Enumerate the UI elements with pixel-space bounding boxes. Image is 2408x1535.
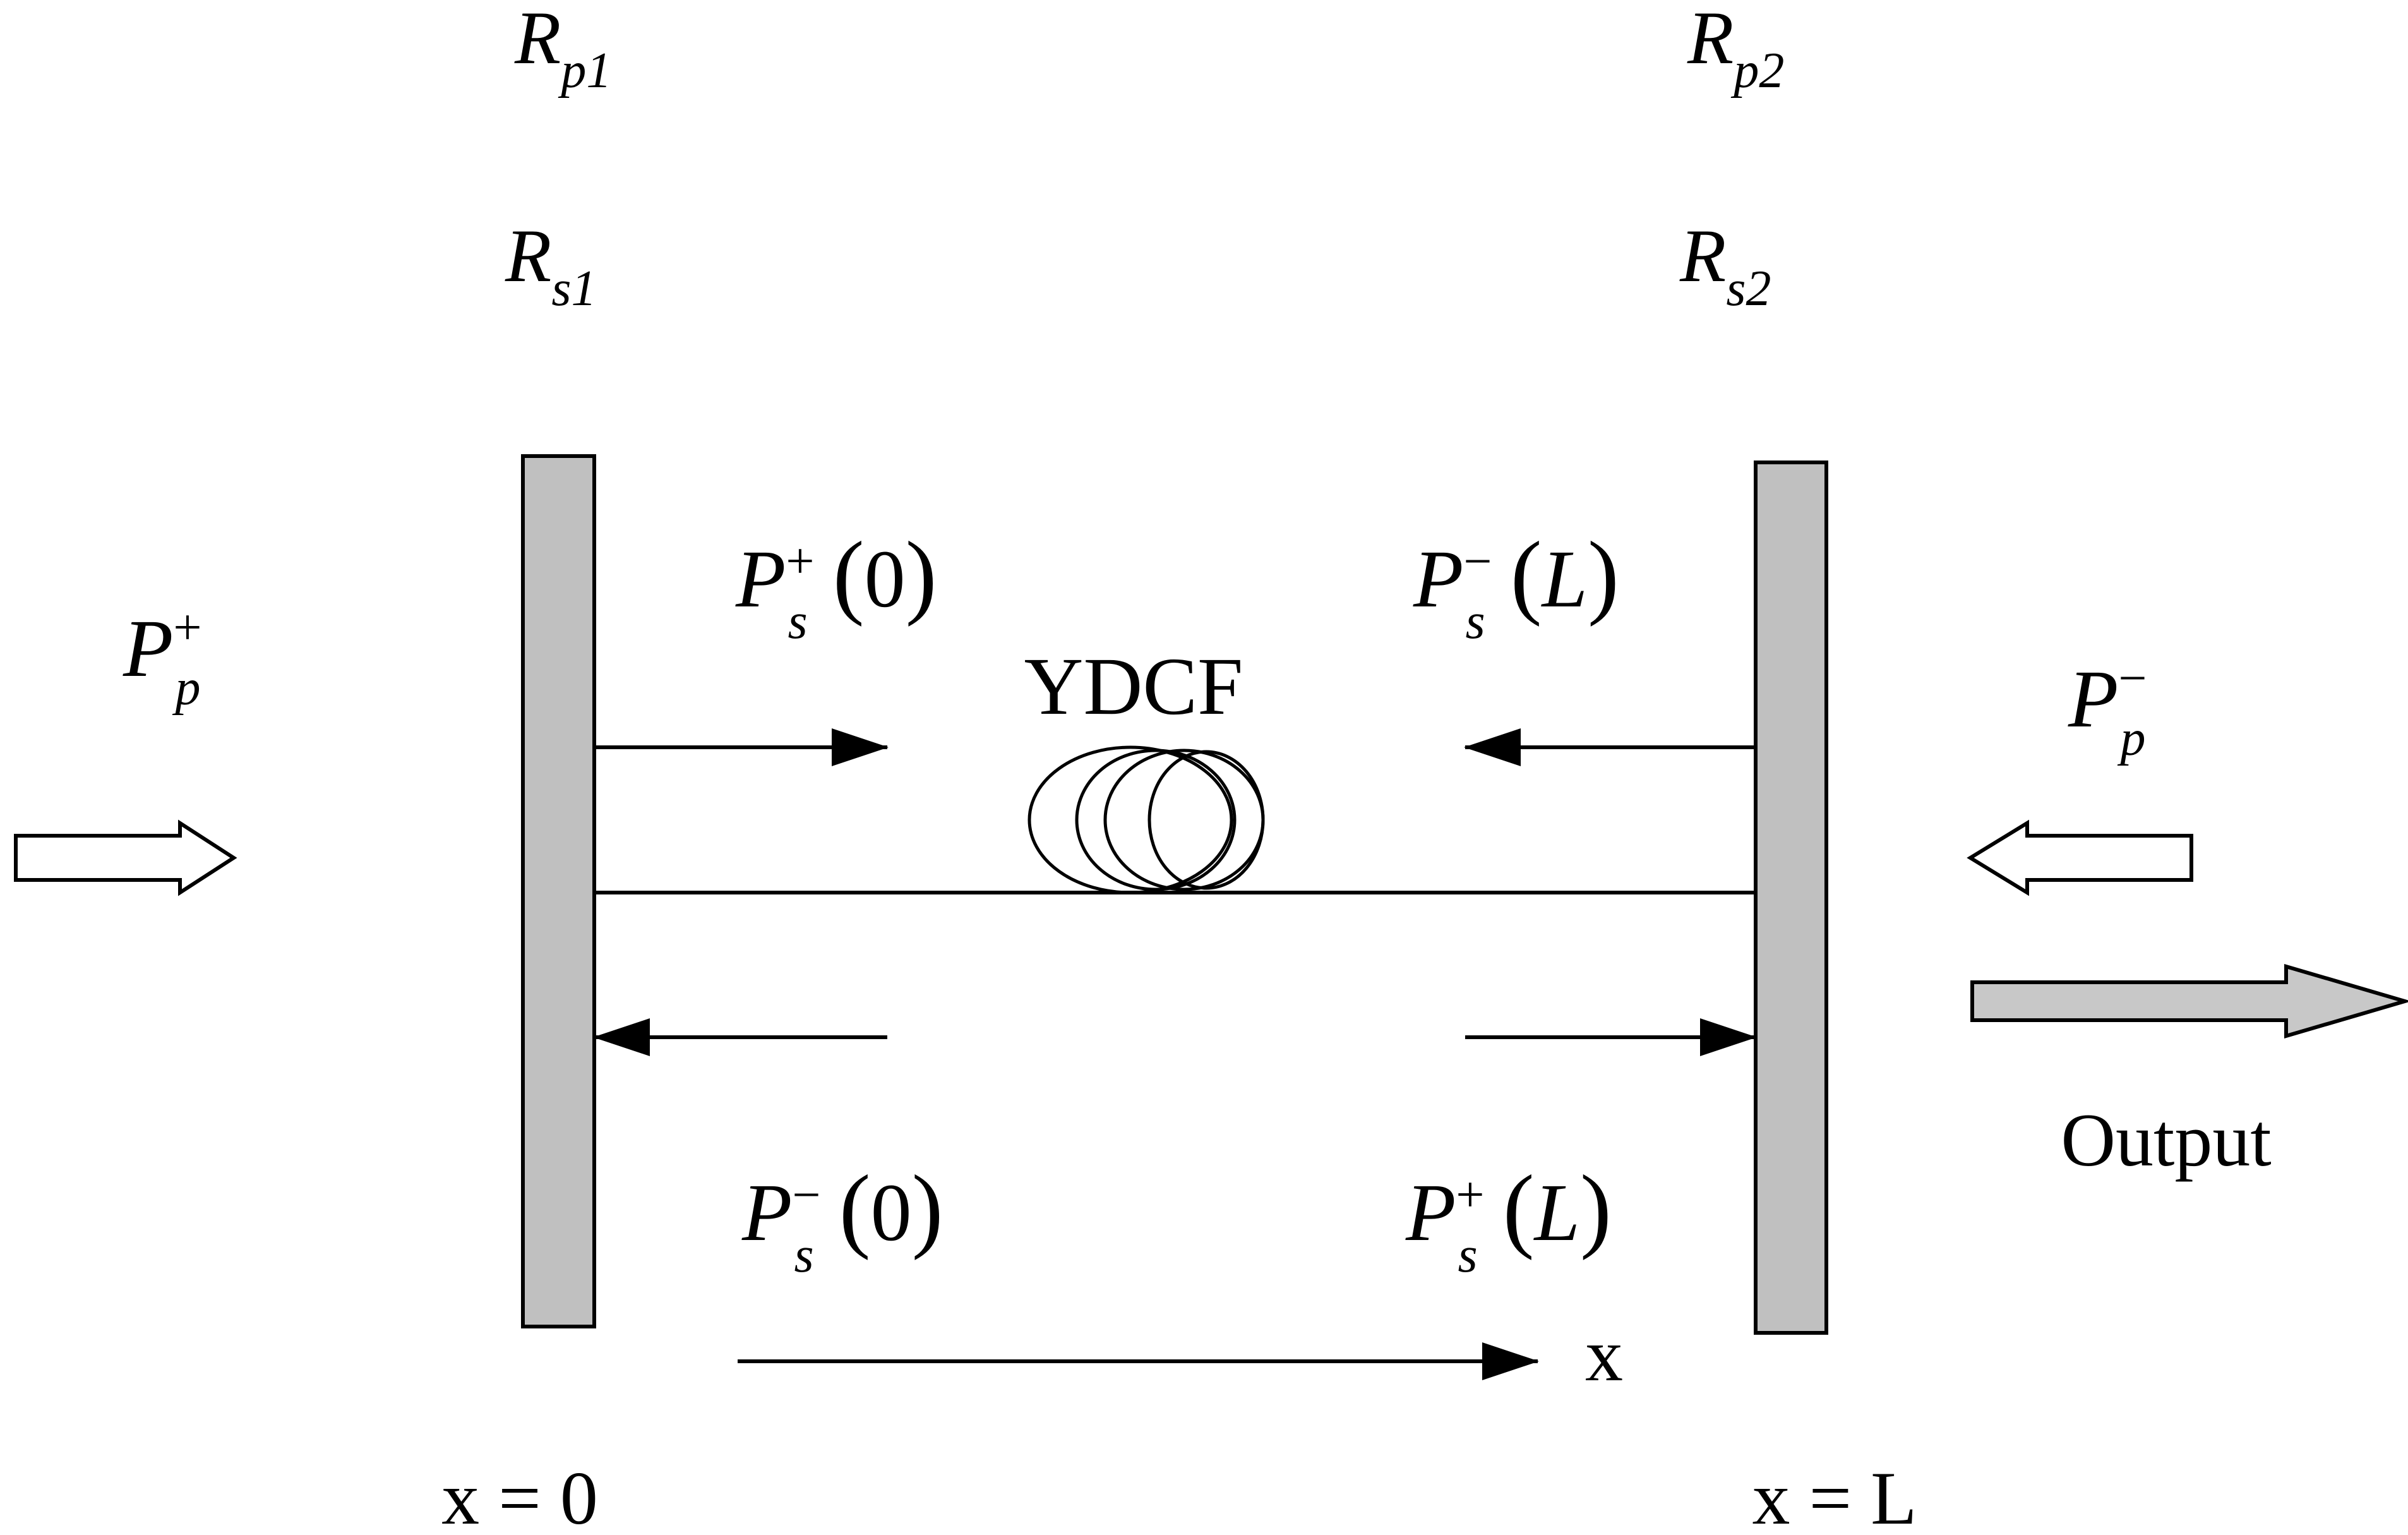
label-pp-minus: P−p bbox=[2068, 651, 2147, 766]
fiber-label: YDCF bbox=[1024, 641, 1243, 732]
label-rs1: Rs1 bbox=[505, 214, 596, 316]
label-rp1: Rp1 bbox=[514, 0, 611, 99]
position-left: x = 0 bbox=[441, 1456, 598, 1535]
label-ps-plus-L: P+s(L) bbox=[1405, 1156, 1612, 1283]
label-rs2: Rs2 bbox=[1679, 214, 1771, 316]
x-axis-label: x bbox=[1585, 1313, 1623, 1397]
pump-forward-arrow bbox=[14, 819, 237, 896]
output-arrow bbox=[1970, 963, 2408, 1039]
pump-backward-arrow bbox=[1967, 819, 2193, 896]
output-label: Output bbox=[2061, 1098, 2271, 1182]
label-ps-minus-L: P−s(L) bbox=[1413, 522, 1619, 649]
position-right: x = L bbox=[1752, 1456, 1917, 1535]
right-mirror bbox=[1754, 460, 1828, 1335]
left-mirror bbox=[521, 454, 596, 1328]
label-rp2: Rp2 bbox=[1687, 0, 1784, 99]
label-pp-plus: P+p bbox=[123, 600, 202, 716]
label-ps-plus-0: P+s(0) bbox=[735, 522, 937, 649]
fiber-coil-icon bbox=[1027, 745, 1265, 894]
label-ps-minus-0: P−s(0) bbox=[741, 1156, 943, 1283]
